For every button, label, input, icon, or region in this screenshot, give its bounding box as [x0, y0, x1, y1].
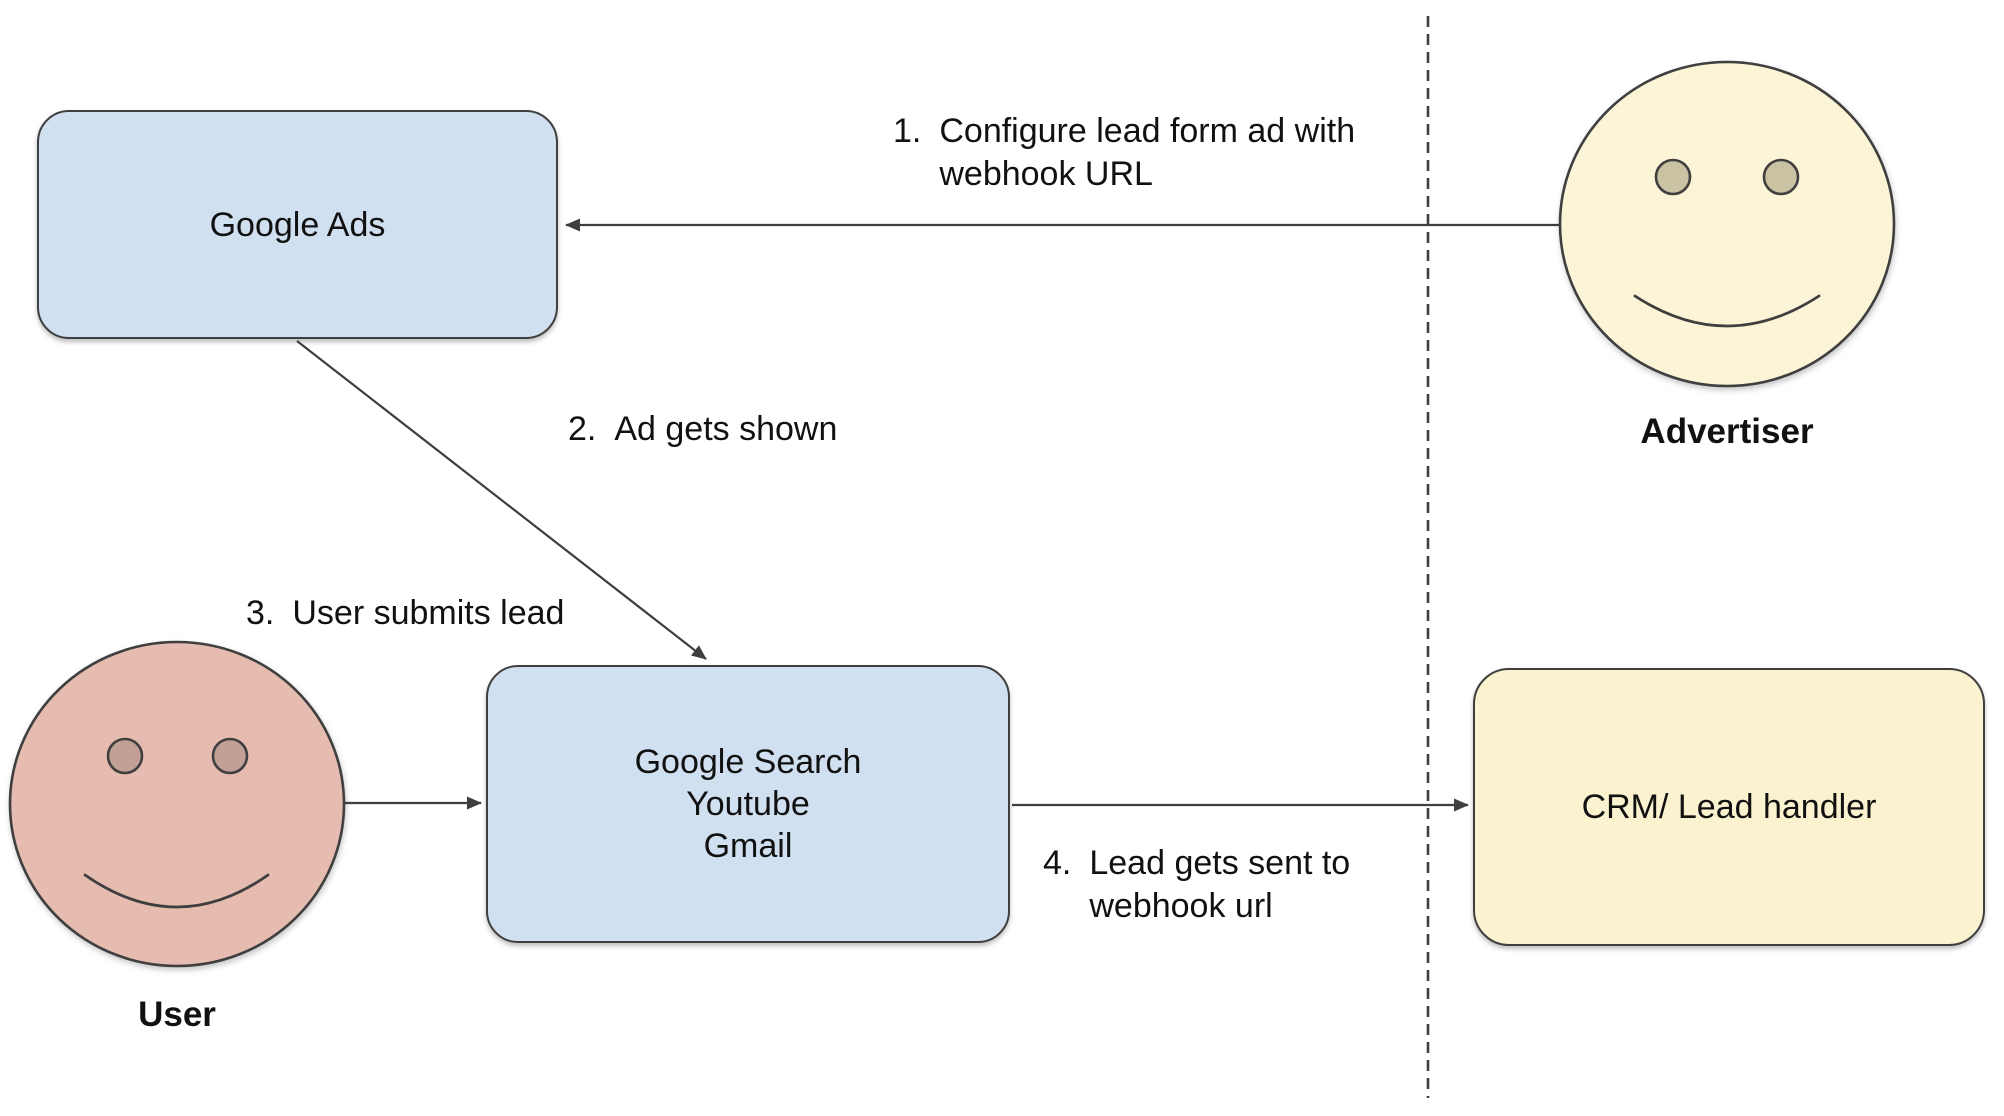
- step-1-annotation: 1. Configure lead form ad with webhook U…: [893, 110, 1355, 196]
- user-eye-left: [106, 737, 144, 775]
- user-face-circle: [8, 640, 346, 968]
- advertiser-eye-right: [1762, 158, 1800, 196]
- user-smile: [83, 873, 270, 909]
- step-1-text: Configure lead form ad with webhook URL: [939, 112, 1356, 193]
- advertiser-smile: [1633, 294, 1821, 328]
- step-1-number: 1.: [893, 112, 922, 150]
- step-4-number: 4.: [1043, 844, 1072, 882]
- user-label: User: [138, 995, 216, 1034]
- node-crm-label: CRM/ Lead handler: [1581, 788, 1877, 826]
- advertiser-eye-left: [1654, 158, 1692, 196]
- step-2-text: Ad gets shown: [614, 410, 838, 448]
- step-4-annotation: 4. Lead gets sent to webhook url: [1043, 842, 1350, 928]
- user-eye-right: [211, 737, 249, 775]
- step-2-annotation: 2. Ad gets shown: [568, 408, 837, 451]
- advertiser-smiley-icon: [1558, 60, 1896, 388]
- step-3-annotation: 3. User submits lead: [246, 592, 564, 635]
- node-google-surfaces-label: Google Search Youtube Gmail: [635, 741, 862, 867]
- step-4-text: Lead gets sent to webhook url: [1089, 844, 1351, 925]
- advertiser-face-circle: [1558, 60, 1896, 388]
- node-google-ads-label: Google Ads: [209, 205, 386, 244]
- user-smiley-icon: [8, 640, 346, 968]
- node-crm-lead-handler: CRM/ Lead handler: [1473, 668, 1985, 946]
- surfaces-line-youtube: Youtube: [686, 785, 810, 823]
- node-google-surfaces: Google Search Youtube Gmail: [486, 665, 1010, 943]
- step-3-number: 3.: [246, 594, 275, 632]
- node-google-ads: Google Ads: [37, 110, 558, 339]
- step-3-text: User submits lead: [292, 594, 565, 632]
- surfaces-line-google-search: Google Search: [634, 743, 862, 781]
- surfaces-line-gmail: Gmail: [703, 827, 793, 865]
- advertiser-label: Advertiser: [1640, 412, 1814, 451]
- step-2-number: 2.: [568, 410, 597, 448]
